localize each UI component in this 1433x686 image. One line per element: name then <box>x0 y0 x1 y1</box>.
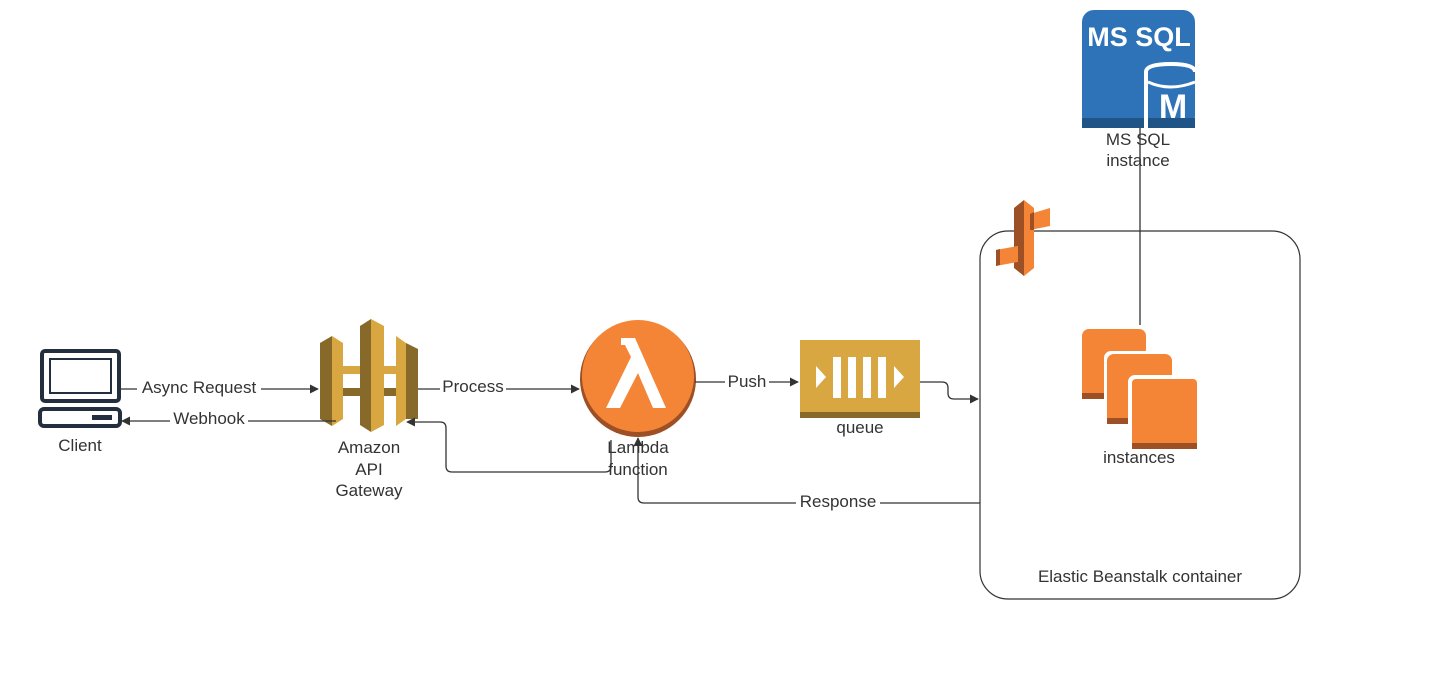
mssql-icon: MS SQL M <box>1082 10 1197 128</box>
instances-icon <box>1082 329 1200 451</box>
edge-label-process: Process <box>442 377 503 396</box>
queue-icon <box>800 340 920 418</box>
edge-response <box>633 437 980 504</box>
mssql-label-line-1: MS SQL <box>1106 130 1170 149</box>
edge-label-webhook: Webhook <box>173 409 245 428</box>
edge-lambda-to-gateway <box>406 417 612 473</box>
edge-queue-to-beanstalk <box>920 381 979 404</box>
lambda-icon <box>580 320 696 437</box>
queue-label: queue <box>836 418 883 437</box>
edge-label-async-request: Async Request <box>142 378 257 397</box>
instances-label: instances <box>1103 448 1175 467</box>
api-gateway-label-line-1: Amazon <box>338 438 400 457</box>
mssql-icon-text: MS SQL <box>1087 22 1191 52</box>
api-gateway-label-line-2: API <box>355 460 382 479</box>
lambda-label-line-1: Lambda <box>607 438 669 457</box>
api-gateway-icon <box>320 319 418 432</box>
beanstalk-label: Elastic Beanstalk container <box>1038 567 1242 586</box>
mssql-icon-letter: M <box>1159 88 1187 126</box>
mssql-label-line-2: instance <box>1106 151 1169 170</box>
laptop-icon <box>38 349 122 428</box>
client-label: Client <box>58 436 102 455</box>
elastic-beanstalk-icon <box>996 200 1050 276</box>
edge-label-push: Push <box>728 372 767 391</box>
edge-label-response: Response <box>800 492 877 511</box>
lambda-label-line-2: function <box>608 460 668 479</box>
api-gateway-label-line-3: Gateway <box>335 481 403 500</box>
